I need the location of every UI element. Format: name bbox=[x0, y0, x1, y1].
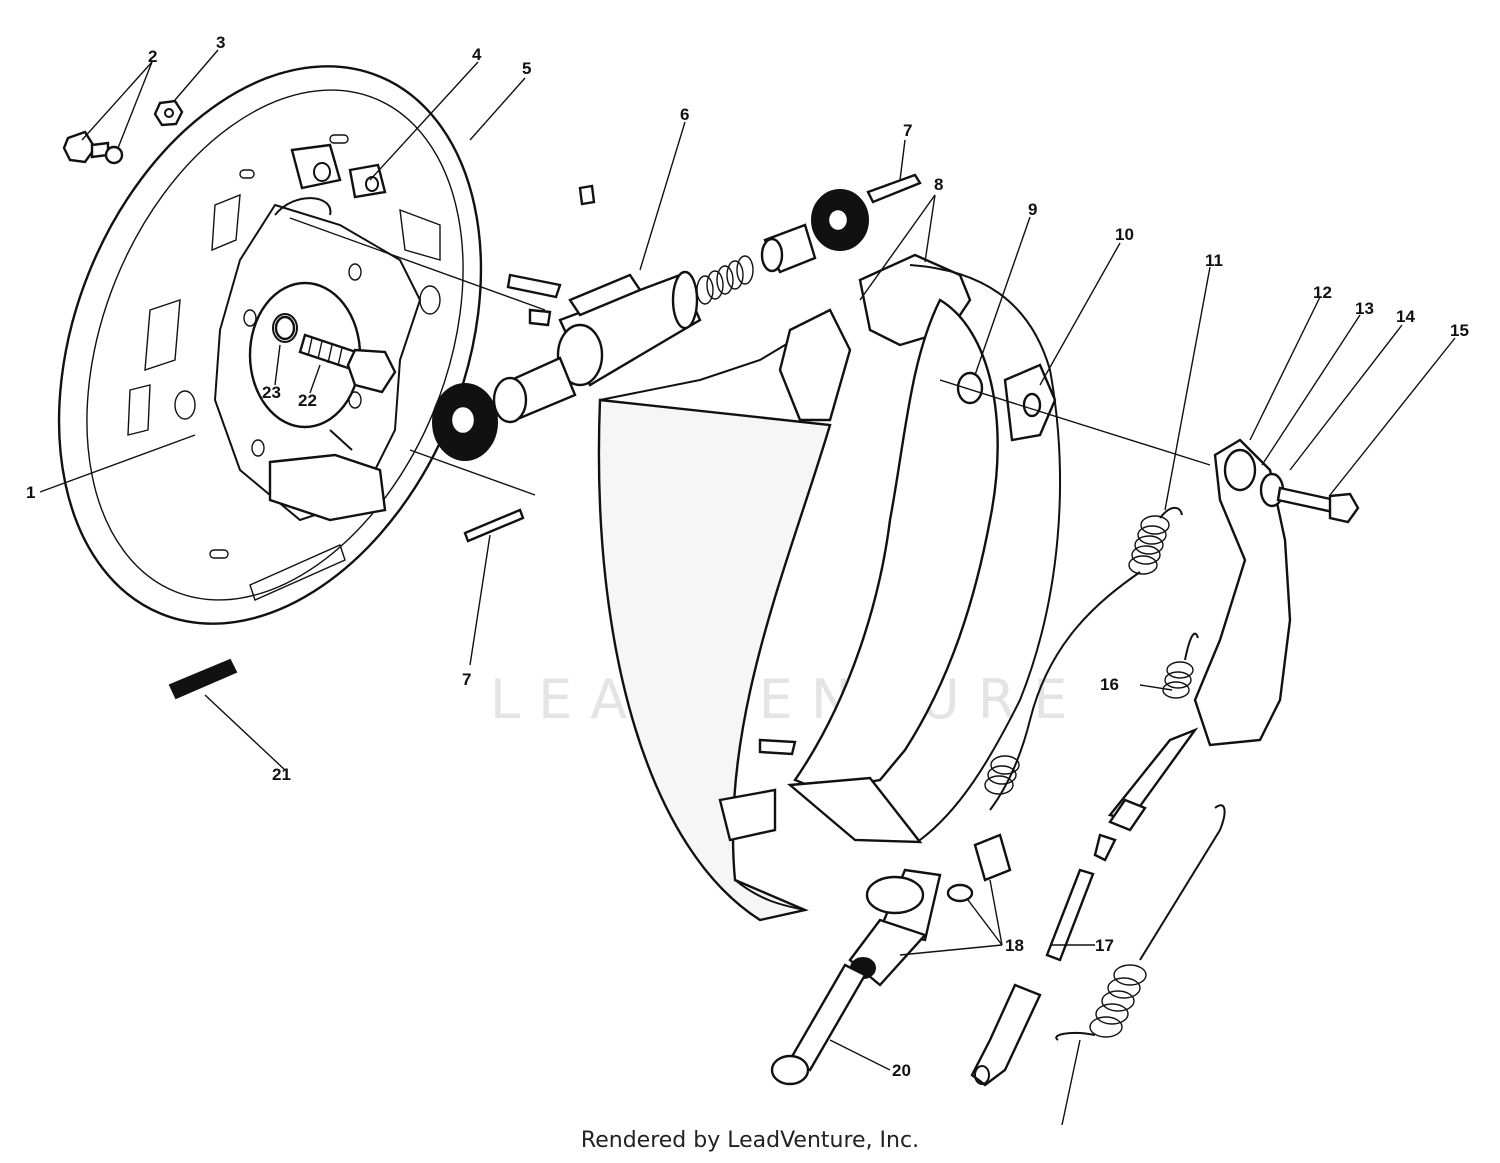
label-part-21: 21 bbox=[272, 765, 291, 784]
label-part-15: 15 bbox=[1450, 321, 1469, 340]
washer-9 bbox=[956, 371, 984, 405]
label-part-2: 2 bbox=[148, 47, 157, 66]
label-part-6: 6 bbox=[680, 105, 689, 124]
label-part-14: 14 bbox=[1396, 307, 1415, 326]
bolt-15 bbox=[1276, 486, 1360, 524]
label-part-22: 22 bbox=[298, 391, 317, 410]
label-part-7-lower: 7 bbox=[462, 670, 471, 689]
bolt-2 bbox=[62, 130, 124, 165]
brake-band bbox=[597, 253, 1061, 922]
label-part-20: 20 bbox=[892, 1061, 911, 1080]
fitting-bolt bbox=[758, 738, 797, 756]
leader-lines bbox=[39, 49, 1456, 1125]
label-part-8: 8 bbox=[934, 175, 943, 194]
label-part-3: 3 bbox=[216, 33, 225, 52]
key-21 bbox=[168, 658, 238, 700]
push-rod-upper bbox=[866, 173, 922, 204]
part-labels: 1 2 3 4 5 6 7 7 8 9 10 11 12 13 14 15 16… bbox=[26, 33, 1469, 1080]
footer-credit: Rendered by LeadVenture, Inc. bbox=[580, 1128, 920, 1153]
label-part-11: 11 bbox=[1205, 251, 1223, 270]
cylinder-piston bbox=[760, 223, 817, 274]
cylinder-spring bbox=[696, 255, 754, 305]
nut-3 bbox=[153, 99, 184, 127]
label-part-1: 1 bbox=[26, 483, 35, 502]
cylinder-cup-right-center bbox=[826, 207, 850, 233]
label-part-7-upper: 7 bbox=[903, 121, 912, 140]
spring-19 bbox=[1055, 804, 1226, 1041]
label-part-13: 13 bbox=[1355, 299, 1374, 318]
brake-lever bbox=[1193, 438, 1292, 747]
adjuster-18 bbox=[848, 833, 1012, 987]
bolt-22 bbox=[298, 333, 397, 394]
backing-plate bbox=[57, 65, 483, 625]
washer-23 bbox=[274, 315, 296, 341]
screw-20 bbox=[770, 963, 867, 1086]
adjuster-rod bbox=[1093, 727, 1199, 862]
brake-exploded-diagram: LEADVENTURE bbox=[26, 33, 1469, 1125]
watermark-text: LEADVENTURE bbox=[490, 668, 1085, 731]
cable-17 bbox=[970, 868, 1095, 1087]
label-part-4: 4 bbox=[472, 45, 482, 64]
label-part-12: 12 bbox=[1313, 283, 1332, 302]
label-part-16: 16 bbox=[1100, 675, 1119, 694]
cylinder-cup-left-center bbox=[449, 404, 477, 436]
label-part-18: 18 bbox=[1005, 936, 1024, 955]
push-rod-lower bbox=[463, 508, 525, 543]
label-part-9: 9 bbox=[1028, 200, 1037, 219]
spring-16 bbox=[1162, 632, 1199, 699]
wheel-cylinder bbox=[492, 184, 702, 424]
label-part-17: 17 bbox=[1095, 936, 1114, 955]
label-part-10: 10 bbox=[1115, 225, 1134, 244]
spring-lower-coil bbox=[984, 755, 1020, 795]
label-part-5: 5 bbox=[522, 59, 531, 78]
label-part-23: 23 bbox=[262, 383, 281, 402]
